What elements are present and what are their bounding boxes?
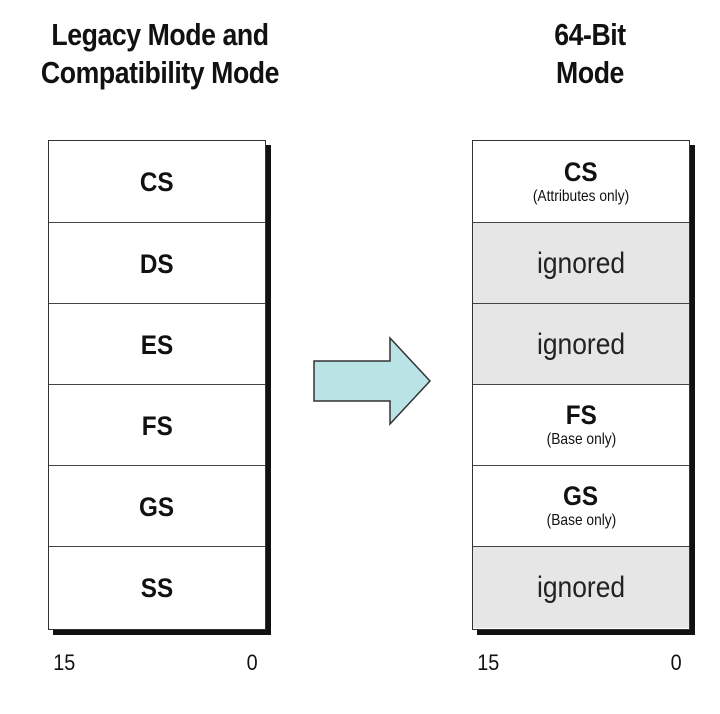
register-name: GS xyxy=(563,481,599,511)
64-bit-heading-line-1: 64-Bit xyxy=(554,17,626,52)
register-name: CS xyxy=(140,167,174,197)
64-bit-mode-heading: 64-Bit Mode xyxy=(495,16,684,92)
legacy-register-row-gs: GS xyxy=(49,465,265,547)
ignored-label: ignored xyxy=(536,327,626,361)
register-name: SS xyxy=(140,572,174,603)
legacy-segment-register-table: CS DS ES FS GS SS xyxy=(48,140,266,630)
64-bit-register-row-gs: GS (Base only) xyxy=(473,465,689,547)
64-bit-bit-high-label: 15 xyxy=(477,650,500,675)
legacy-register-row-ss: SS xyxy=(49,546,265,628)
64-bit-heading-line-2: Mode xyxy=(556,55,624,90)
legacy-mode-heading: Legacy Mode and Compatibility Mode xyxy=(22,16,297,92)
register-note: (Attributes only) xyxy=(532,187,630,205)
right-arrow-icon xyxy=(313,336,432,426)
legacy-register-row-ds: DS xyxy=(49,222,265,304)
64-bit-register-row-ignored: ignored xyxy=(473,222,689,304)
legacy-register-row-fs: FS xyxy=(49,384,265,466)
register-name: ES xyxy=(140,329,174,360)
register-name: GS xyxy=(139,491,175,522)
register-note: (Base only) xyxy=(546,431,616,448)
legacy-heading-line-1: Legacy Mode and xyxy=(51,17,269,52)
legacy-bit-high-label: 15 xyxy=(53,650,76,675)
legacy-heading-line-2: Compatibility Mode xyxy=(40,55,280,90)
register-name: FS xyxy=(141,410,173,441)
64-bit-segment-register-table: CS (Attributes only) ignored ignored FS … xyxy=(472,140,690,630)
arrow-shape xyxy=(313,336,432,426)
legacy-register-row-es: ES xyxy=(49,303,265,385)
ignored-label: ignored xyxy=(536,246,626,280)
64-bit-register-row-fs: FS (Base only) xyxy=(473,384,689,466)
register-name: DS xyxy=(140,248,174,279)
ignored-label: ignored xyxy=(536,570,626,604)
legacy-bit-low-label: 0 xyxy=(246,650,258,675)
64-bit-register-row-ignored: ignored xyxy=(473,546,689,628)
register-note: (Base only) xyxy=(546,512,616,529)
64-bit-register-row-ignored: ignored xyxy=(473,303,689,385)
64-bit-bit-low-label: 0 xyxy=(670,650,682,675)
register-name: CS xyxy=(564,156,598,187)
register-name: FS xyxy=(565,400,597,430)
legacy-register-row-cs: CS xyxy=(49,141,265,223)
64-bit-register-row-cs: CS (Attributes only) xyxy=(473,141,689,223)
